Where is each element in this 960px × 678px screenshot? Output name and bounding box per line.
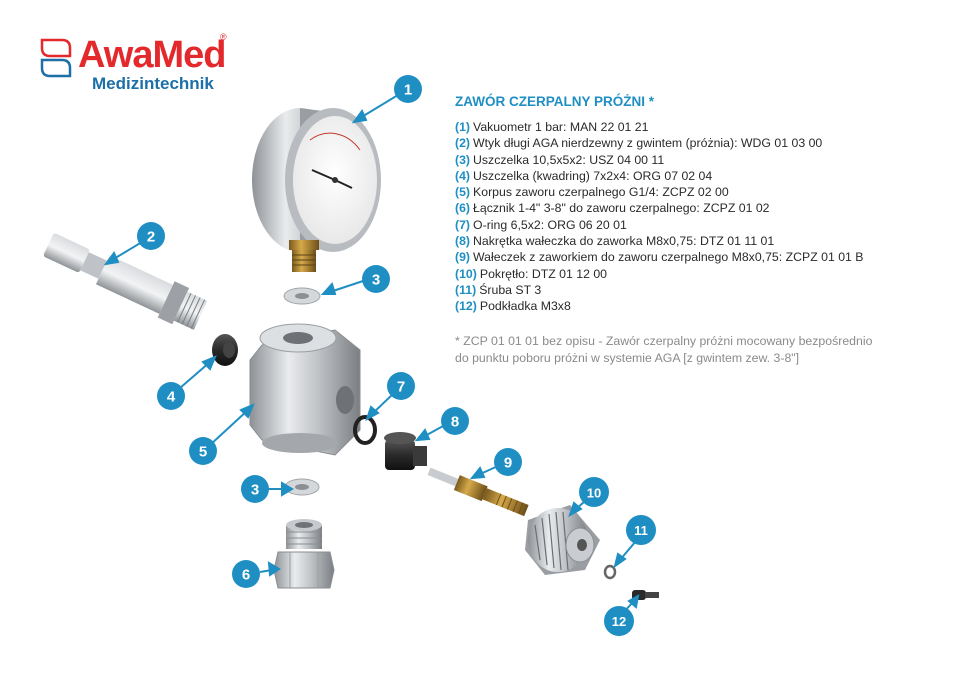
part-number: (5) <box>455 185 471 200</box>
part-item: (3)Uszczelka 10,5x5x2: USZ 04 00 11 <box>455 152 955 168</box>
vacuum-gauge <box>252 108 381 272</box>
callout-label: 7 <box>397 379 405 396</box>
knob <box>525 505 600 575</box>
connector <box>273 519 335 589</box>
callout-badge-6: 6 <box>232 560 260 588</box>
callout-label: 3 <box>372 272 380 289</box>
part-description: Uszczelka 10,5x5x2: USZ 04 00 11 <box>473 152 665 167</box>
callout-label: 12 <box>612 614 626 629</box>
parts-rows: (1)Vakuometr 1 bar: MAN 22 01 21(2)Wtyk … <box>455 119 955 315</box>
part-item: (5)Korpus zaworu czerpalnego G1/4: ZCPZ … <box>455 184 955 200</box>
callout-label: 5 <box>199 444 207 461</box>
logo-subtitle: Medizintechnik <box>92 74 214 93</box>
callout-badge-3-top: 3 <box>362 265 390 293</box>
callout-label: 10 <box>587 486 601 501</box>
callout-label: 6 <box>242 567 250 584</box>
part-number: (6) <box>455 201 471 216</box>
callout-label: 4 <box>167 389 176 406</box>
footnote: * ZCP 01 01 01 bez opisu - Zawór czerpal… <box>455 333 955 366</box>
part-description: Wałeczek z zaworkiem do zaworu czerpalne… <box>473 250 864 265</box>
callout-badge-7: 7 <box>387 372 415 400</box>
callout-label: 1 <box>404 82 412 99</box>
callout-badge-12: 12 <box>604 606 634 636</box>
part-number: (11) <box>455 282 477 297</box>
part-item: (2)Wtyk długi AGA nierdzewny z gwintem (… <box>455 135 955 151</box>
valve-body <box>249 323 361 456</box>
logo-mark-icon <box>40 38 72 78</box>
part-description: Łącznik 1-4" 3-8" do zaworu czerpalnego:… <box>473 201 770 216</box>
part-number: (8) <box>455 234 471 249</box>
part-number: (2) <box>455 136 471 151</box>
registered-mark: ® <box>220 32 227 42</box>
awamed-logo: AwaMed ® Medizintechnik <box>40 30 230 100</box>
screw <box>603 564 617 580</box>
callout-badge-2: 2 <box>137 222 165 250</box>
part-item: (4)Uszczelka (kwadring) 7x2x4: ORG 07 02… <box>455 168 955 184</box>
callout-label: 3 <box>251 482 259 499</box>
footnote-line-1: * ZCP 01 01 01 bez opisu - Zawór czerpal… <box>455 334 873 348</box>
part-number: (9) <box>455 250 471 265</box>
parts-title: ZAWÓR CZERPALNY PRÓŻNI * <box>455 94 655 109</box>
o-ring <box>353 415 377 445</box>
part-number: (1) <box>455 120 471 134</box>
callout-arrows <box>103 94 642 615</box>
part-number: (7) <box>455 217 471 232</box>
valve-nut <box>384 432 427 470</box>
part-item: (1)Vakuometr 1 bar: MAN 22 01 21 <box>455 119 955 135</box>
part-description: Śruba ST 3 <box>479 282 542 297</box>
callout-label: 11 <box>634 523 648 538</box>
callout-badge-4: 4 <box>157 382 185 410</box>
part-item: (9)Wałeczek z zaworkiem do zaworu czerpa… <box>455 249 955 265</box>
part-description: Wtyk długi AGA nierdzewny z gwintem (pró… <box>473 136 823 151</box>
part-item: (12)Podkładka M3x8 <box>455 298 955 314</box>
part-description: Uszczelka (kwadring) 7x2x4: ORG 07 02 04 <box>473 168 713 183</box>
callout-badge-11: 11 <box>626 515 656 545</box>
quad-ring <box>212 334 238 366</box>
part-item: (7)O-ring 6,5x2: ORG 06 20 01 <box>455 217 955 233</box>
callout-badge-9: 9 <box>494 448 522 476</box>
valve-pin <box>427 467 529 517</box>
parts-list: ZAWÓR CZERPALNY PRÓŻNI * (1)Vakuometr 1 … <box>455 94 955 315</box>
part-description: Vakuometr 1 bar: MAN 22 01 21 <box>473 120 649 134</box>
part-description: Podkładka M3x8 <box>479 299 571 314</box>
part-description: Korpus zaworu czerpalnego G1/4: ZCPZ 02 … <box>473 185 729 200</box>
callout-badge-5: 5 <box>189 437 217 465</box>
part-number: (4) <box>455 168 471 183</box>
part-number: (3) <box>455 152 471 167</box>
footnote-line-2: do punktu poboru próżni w systemie AGA [… <box>455 350 800 365</box>
part-item: (6)Łącznik 1-4" 3-8" do zaworu czerpalne… <box>455 200 955 216</box>
callout-label: 2 <box>147 229 155 246</box>
callout-label: 8 <box>451 414 459 431</box>
part-description: O-ring 6,5x2: ORG 06 20 01 <box>473 217 627 232</box>
callout-badge-1: 1 <box>394 75 422 103</box>
part-number: (10) <box>455 266 477 281</box>
callout-badge-3-bottom: 3 <box>241 475 269 503</box>
part-description: Pokrętło: DTZ 01 12 00 <box>479 266 608 281</box>
part-description: Nakrętka wałeczka do zaworka M8x0,75: DT… <box>473 234 775 249</box>
callout-badge-8: 8 <box>441 407 469 435</box>
part-number: (12) <box>455 299 477 314</box>
part-item: (8)Nakrętka wałeczka do zaworka M8x0,75:… <box>455 233 955 249</box>
callout-badge-10: 10 <box>579 477 609 507</box>
aga-plug <box>43 233 208 330</box>
logo-brand: AwaMed <box>78 34 226 76</box>
part-item: (10)Pokrętło: DTZ 01 12 00 <box>455 266 955 282</box>
callout-label: 9 <box>504 455 512 472</box>
part-item: (11)Śruba ST 3 <box>455 282 955 298</box>
washer-top <box>283 287 321 305</box>
